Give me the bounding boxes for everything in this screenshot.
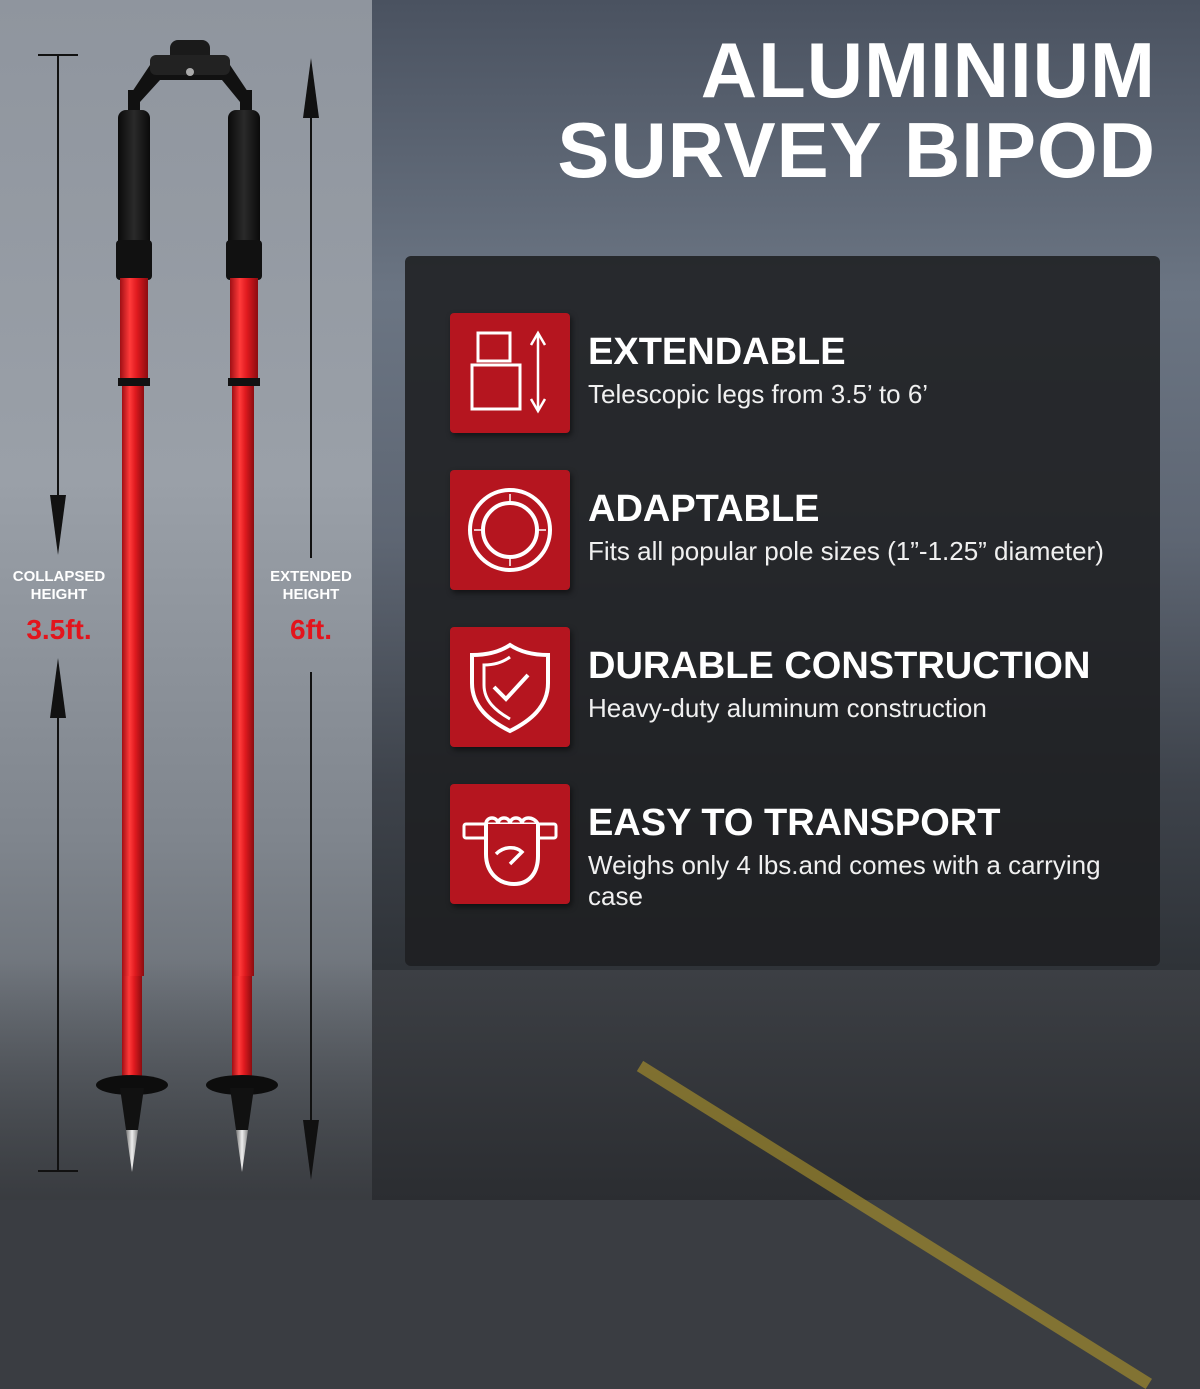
- extended-line-bottom: [310, 672, 312, 1132]
- feature-durable: DURABLE CONSTRUCTION Heavy-duty aluminum…: [450, 627, 1140, 752]
- shield-check-icon: [450, 627, 570, 747]
- collapsed-line-bottom: [57, 718, 59, 1170]
- collapsed-label-line2: HEIGHT: [30, 586, 88, 603]
- collapsed-bottom-tick: [38, 1170, 78, 1172]
- title-line2: SURVEY BIPOD: [557, 106, 1156, 194]
- page-title: ALUMINIUM SURVEY BIPOD: [456, 30, 1156, 190]
- pole-clamp-ring-icon: [450, 470, 570, 590]
- bipod-clamp: [128, 40, 252, 120]
- arrow-up-icon: [303, 58, 319, 118]
- collapsed-label: COLLAPSED HEIGHT: [0, 568, 118, 604]
- extended-label-line2: HEIGHT: [282, 586, 340, 603]
- feature-description: Heavy-duty aluminum construction: [588, 693, 987, 723]
- feature-title: DURABLE CONSTRUCTION: [588, 645, 1091, 687]
- extended-value: 6ft.: [290, 614, 332, 645]
- feature-title: EXTENDABLE: [588, 331, 846, 373]
- extended-label: EXTENDED HEIGHT: [252, 568, 370, 604]
- title-line1: ALUMINIUM: [700, 26, 1156, 114]
- features-panel: EXTENDABLE Telescopic legs from 3.5’ to …: [405, 256, 1160, 966]
- arrow-down-icon: [50, 495, 66, 555]
- arrow-up-icon: [50, 658, 66, 718]
- collapsed-line-top: [57, 55, 59, 495]
- bipod-leg-right: [206, 110, 278, 1172]
- feature-description: Fits all popular pole sizes (1”-1.25” di…: [588, 536, 1104, 566]
- extended-label-line1: EXTENDED: [270, 568, 352, 585]
- feature-extendable: EXTENDABLE Telescopic legs from 3.5’ to …: [450, 313, 1140, 438]
- extended-line-top: [310, 118, 312, 558]
- feature-description: Weighs only 4 lbs.and comes with a carry…: [588, 850, 1101, 911]
- feature-transport: EASY TO TRANSPORT Weighs only 4 lbs.and …: [450, 784, 1140, 911]
- bipod-illustration: [96, 40, 278, 1172]
- feature-title: ADAPTABLE: [588, 488, 820, 530]
- collapsed-label-line1: COLLAPSED: [12, 568, 106, 585]
- feature-title: EASY TO TRANSPORT: [588, 802, 1001, 844]
- feature-description: Telescopic legs from 3.5’ to 6’: [588, 379, 929, 409]
- feature-adaptable: ADAPTABLE Fits all popular pole sizes (1…: [450, 470, 1140, 595]
- extend-arrows-icon: [450, 313, 570, 433]
- fist-handle-icon: [450, 784, 570, 904]
- arrow-down-icon: [303, 1120, 319, 1180]
- bipod-leg-left: [96, 110, 168, 1172]
- collapsed-value: 3.5ft.: [26, 614, 92, 645]
